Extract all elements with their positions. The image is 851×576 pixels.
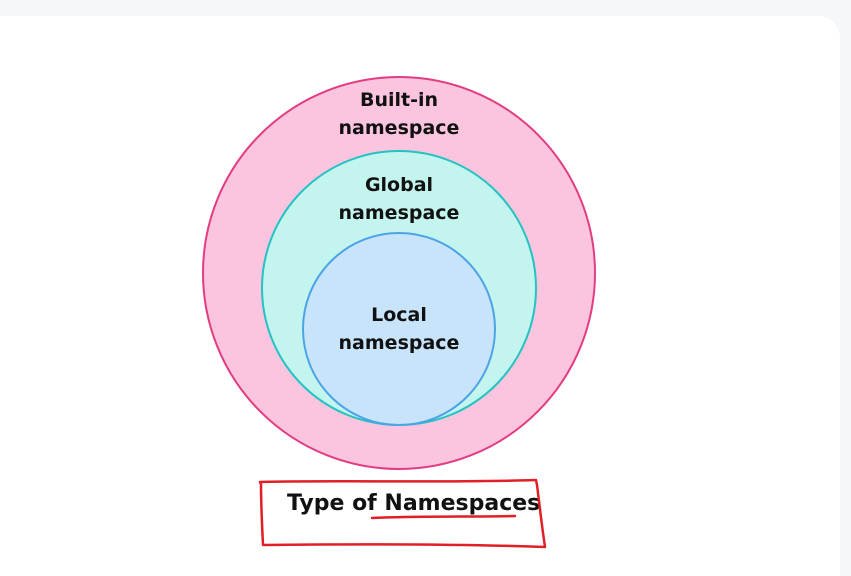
global-label-line2: namespace — [339, 202, 460, 224]
caption-highlight: Namespaces — [384, 491, 540, 516]
local-label-line2: namespace — [339, 332, 460, 354]
builtin-label-line1: Built-in — [360, 89, 438, 111]
namespace-diagram: Built-in namespace Global namespace Loca… — [202, 76, 596, 549]
red-annotation-box — [258, 478, 547, 549]
global-label-line1: Global — [365, 174, 433, 196]
caption-prefix: Type of — [287, 491, 384, 516]
local-label-line1: Local — [371, 304, 427, 326]
diagram-caption: Type of Namespaces — [287, 491, 540, 516]
builtin-label-line2: namespace — [339, 117, 460, 139]
local-namespace-circle — [302, 232, 496, 426]
red-underline — [370, 514, 517, 520]
